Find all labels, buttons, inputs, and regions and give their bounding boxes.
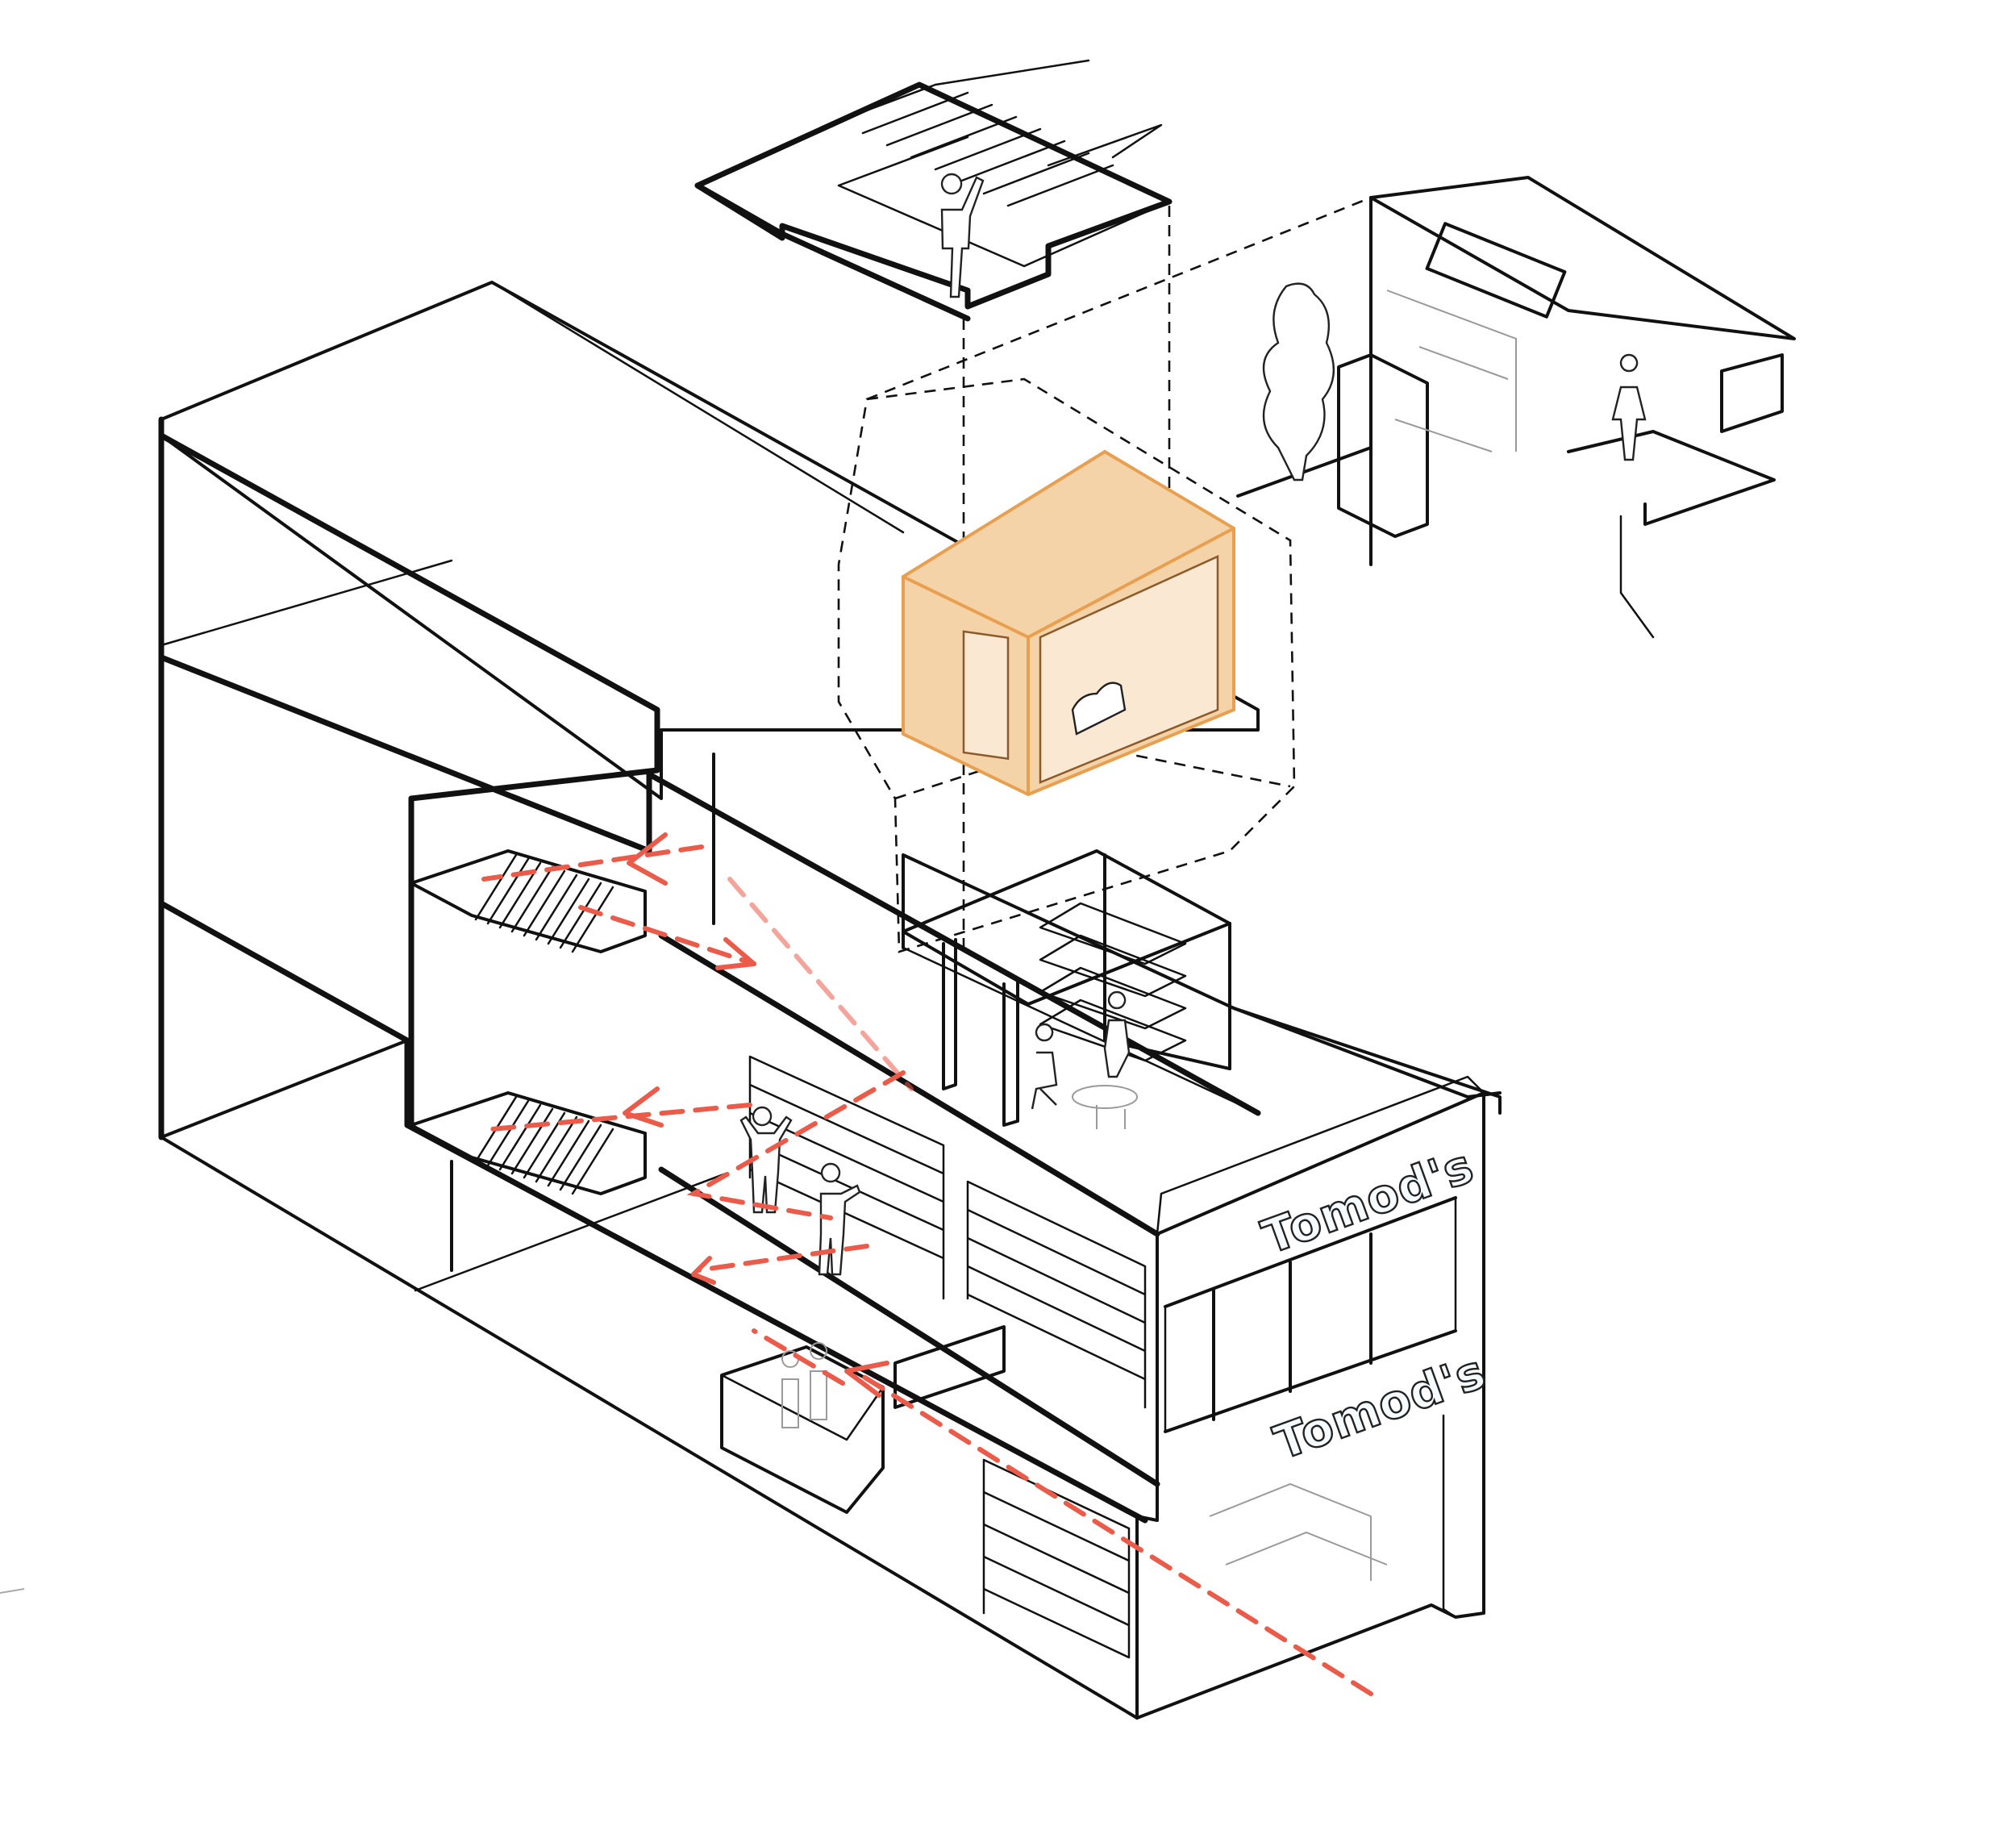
floor-slab-level-1 <box>158 900 1148 1524</box>
occupants <box>739 173 1131 1428</box>
tree-icon <box>1262 282 1335 482</box>
house-clerestory-window <box>1425 222 1567 319</box>
house-interior-ghost <box>1386 290 1517 452</box>
circulation-arrow-icon <box>481 844 704 882</box>
staircase-upper <box>410 849 647 953</box>
shelf-unit-upper <box>748 1055 945 1300</box>
storefront-facade <box>1135 1091 1485 1720</box>
sleeping-pod <box>902 449 1235 797</box>
shelving <box>720 1055 1147 1659</box>
circulation-arrow-icon <box>852 1369 1373 1696</box>
person-figure-icon <box>781 1342 828 1428</box>
person-figure-icon <box>1071 682 1127 736</box>
person-figure-icon <box>1611 353 1647 461</box>
house-roof <box>1369 176 1796 340</box>
storefront-mullions <box>1164 1196 1457 1433</box>
circulation-arrow-icon <box>695 1244 869 1273</box>
stair-slab-plate <box>694 81 1173 310</box>
staircase-icon <box>410 849 647 953</box>
circulation-arrow-icon <box>752 1328 845 1386</box>
shelf-unit-lower <box>982 1458 1131 1659</box>
person-figure-icon <box>1031 1023 1058 1110</box>
house-lower-wall <box>1619 515 1655 639</box>
canopy-post-1 <box>942 938 957 1090</box>
person-figure-icon <box>818 1162 861 1276</box>
bench-unit <box>893 1325 1006 1409</box>
roof-front-edge <box>902 946 1260 1115</box>
mid-back-edge <box>160 559 453 647</box>
floor-slab-level-2 <box>158 654 1261 1116</box>
terrace-shelves <box>1039 902 1187 1062</box>
canopy-post-2 <box>1002 978 1019 1127</box>
ground-edge <box>160 1136 1139 1720</box>
arrowhead <box>691 1256 716 1285</box>
exploded-stair-slab <box>694 59 1173 322</box>
house-floor-ledge <box>1567 430 1776 526</box>
circulation-arrow-icon <box>578 905 756 966</box>
staircase-icon <box>410 1091 647 1195</box>
person-figure-icon <box>940 173 985 298</box>
storefront-lower-frame <box>1442 1414 1457 1619</box>
pod-door-opening <box>962 630 1010 761</box>
circulation-arrow-icon <box>489 1103 752 1132</box>
stair-treads <box>474 853 614 953</box>
canopy-wall <box>1103 853 1231 1070</box>
arrowhead <box>844 1361 889 1398</box>
pod-projection-box <box>837 377 1296 953</box>
shelf-unit-mid <box>966 1180 1147 1409</box>
roof-terrace <box>902 849 1231 1129</box>
arrowhead <box>715 937 756 970</box>
stair-slab-bottom <box>694 182 971 322</box>
arrowhead <box>623 1086 664 1128</box>
parapet <box>1232 1007 1502 1099</box>
person-figure-icon <box>1103 990 1131 1078</box>
display-counter <box>720 1345 885 1514</box>
staircase-lower <box>410 1091 647 1195</box>
terrace-canopy <box>902 849 1231 1006</box>
arrowhead <box>627 832 668 886</box>
circulation-arrow-icon <box>727 877 914 1091</box>
house-chimney <box>1337 353 1429 538</box>
house-reference <box>1236 176 1796 639</box>
person-figure-icon <box>739 1106 793 1214</box>
storefront-interior-ghost <box>1209 1482 1388 1581</box>
house-side-window <box>1720 353 1784 433</box>
store-sign-upper: Tomod's <box>1256 1138 1481 1265</box>
terrace-seating <box>1072 1085 1139 1129</box>
ground-inner-edge <box>160 1039 409 1139</box>
display-counter-edge <box>720 1374 885 1441</box>
front-floor-edge-lower <box>658 1166 1160 1487</box>
storefront: Tomod's Tomod's <box>1135 1075 1493 1720</box>
stair-slab-edge <box>1047 123 1163 167</box>
house-projection <box>866 196 1372 401</box>
roof-back-edge <box>490 281 905 534</box>
circulation-arrows <box>481 832 1373 1696</box>
staircase-icon <box>837 59 1171 268</box>
store-sign-lower: Tomod's <box>1268 1344 1493 1470</box>
storefront-parapet <box>1156 1075 1485 1236</box>
stray-mark <box>0 1588 25 1594</box>
ground-back-edge <box>414 1172 727 1292</box>
circulation-arrow-icon <box>686 1070 906 1220</box>
